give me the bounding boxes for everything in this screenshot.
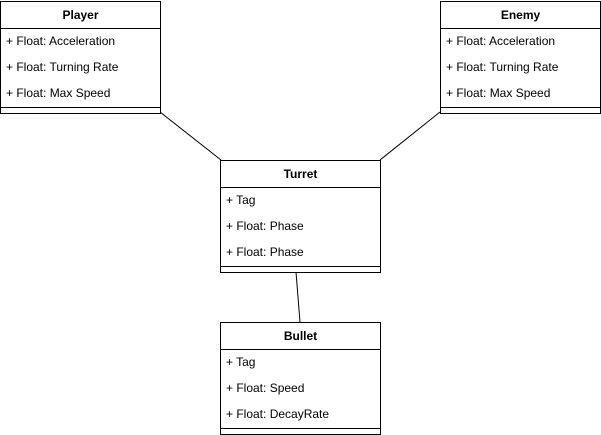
class-name: Enemy	[441, 2, 600, 29]
association-player-turret	[159, 111, 222, 161]
attribute-list: + Float: Acceleration + Float: Turning R…	[441, 29, 600, 107]
method-section	[1, 107, 160, 113]
class-box-turret[interactable]: Turret + Tag + Float: Phase + Float: Pha…	[220, 160, 381, 273]
attribute-list: + Tag + Float: Phase + Float: Phase	[221, 188, 380, 266]
association-turret-bullet	[295, 271, 301, 323]
attribute-item: + Float: Max Speed	[6, 86, 111, 100]
attribute-list: + Float: Acceleration + Float: Turning R…	[1, 29, 160, 107]
class-box-player[interactable]: Player + Float: Acceleration + Float: Tu…	[0, 1, 161, 114]
attribute-item: + Float: Turning Rate	[446, 60, 559, 74]
association-enemy-turret	[379, 111, 441, 161]
attribute-item: + Tag	[226, 193, 256, 207]
method-section	[221, 266, 380, 272]
class-name: Turret	[221, 161, 380, 188]
attribute-item: + Float: Speed	[226, 381, 305, 395]
attribute-item: + Tag	[226, 355, 256, 369]
attribute-item: + Float: Phase	[226, 245, 304, 259]
attribute-item: + Float: Turning Rate	[6, 60, 119, 74]
attribute-list: + Tag + Float: Speed + Float: DecayRate	[221, 350, 380, 428]
class-box-enemy[interactable]: Enemy + Float: Acceleration + Float: Tur…	[440, 1, 601, 114]
attribute-item: + Float: Acceleration	[446, 34, 556, 48]
class-box-bullet[interactable]: Bullet + Tag + Float: Speed + Float: Dec…	[220, 322, 381, 435]
attribute-item: + Float: DecayRate	[226, 407, 330, 421]
attribute-item: + Float: Max Speed	[446, 86, 551, 100]
class-name: Player	[1, 2, 160, 29]
attribute-item: + Float: Phase	[226, 219, 304, 233]
method-section	[441, 107, 600, 113]
attribute-item: + Float: Acceleration	[6, 34, 116, 48]
method-section	[221, 428, 380, 434]
class-name: Bullet	[221, 323, 380, 350]
